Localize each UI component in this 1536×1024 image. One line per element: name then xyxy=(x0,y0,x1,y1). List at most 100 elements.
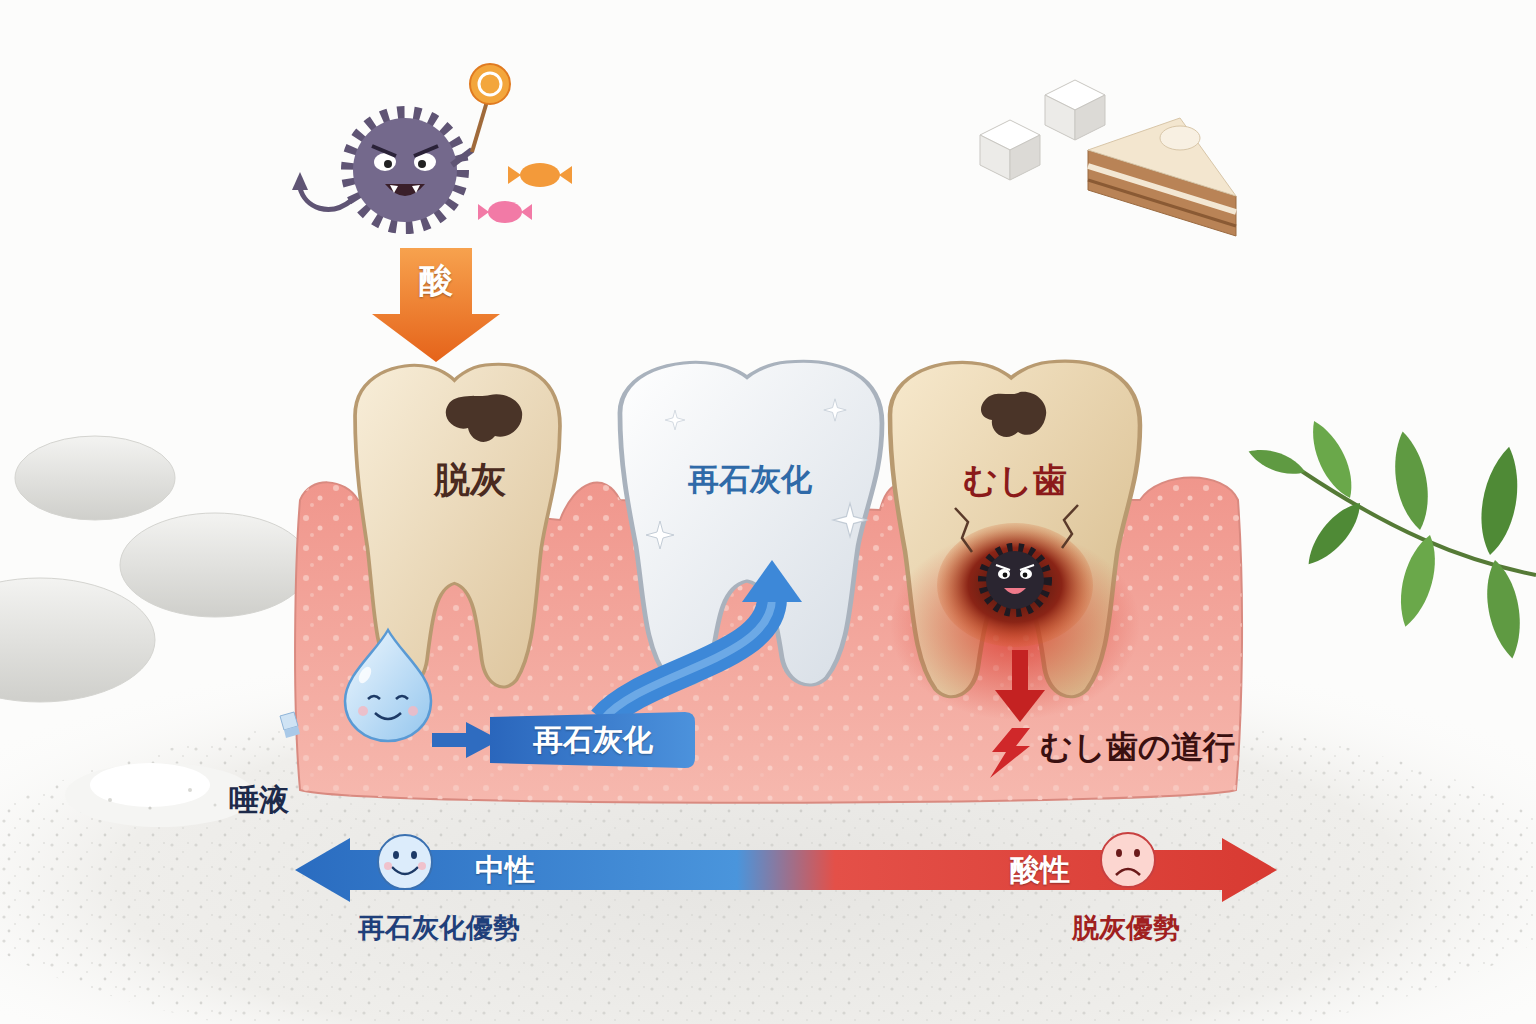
happy-face-icon-part xyxy=(392,867,418,874)
progress-label: むし歯の道行 xyxy=(1040,728,1235,766)
saliva-drop-outline-part xyxy=(368,696,380,699)
tooth-remineralized-part xyxy=(665,410,685,430)
arrow-head xyxy=(742,560,802,602)
sad-face-icon xyxy=(1101,833,1155,887)
leaf-sprig-part xyxy=(1480,557,1527,661)
powder-pile-part xyxy=(90,763,210,807)
tooth-remineralized-part xyxy=(646,521,674,549)
node-text: 脱灰 xyxy=(434,458,506,501)
saliva-arrow xyxy=(432,722,500,758)
remineralization-band-outline-part xyxy=(490,712,695,768)
node-text: 再石灰化 xyxy=(533,722,653,758)
saliva-drop-outline-part xyxy=(396,696,408,699)
progress-label-holder: むし歯の道行 xyxy=(1040,728,1235,766)
node-text: 中性 xyxy=(475,852,535,888)
remineralization-arrow xyxy=(603,560,802,720)
sugar-germ-part xyxy=(349,114,461,226)
powder-pile-part xyxy=(214,804,217,807)
node-text: 再石灰化 xyxy=(688,461,812,498)
scale-note: 脱灰優勢 xyxy=(1072,912,1180,943)
tooth-decayed-part xyxy=(983,548,1047,612)
tooth-decayed-part xyxy=(986,551,1044,609)
tooth-decayed-part xyxy=(1020,565,1034,570)
scale-note-holder: 脱灰優勢 xyxy=(1072,912,1180,944)
decay-progress-arrow-part xyxy=(1012,650,1028,692)
decay-progress-arrow-part xyxy=(995,690,1045,722)
happy-face-icon xyxy=(378,835,432,889)
sugar-germ-part xyxy=(470,64,510,104)
tooth-label-box: むし歯 xyxy=(915,425,1115,535)
acid-arrow-outline-part xyxy=(372,248,500,362)
sugar-germ xyxy=(292,64,572,226)
sugar-cubes-part xyxy=(1075,95,1105,140)
powder-pile-part xyxy=(188,788,192,792)
tooth-demineralized-part xyxy=(446,394,522,442)
sugar-germ-part xyxy=(479,73,501,95)
sugar-germ-part xyxy=(300,188,352,209)
sugar-germ-part xyxy=(559,166,572,184)
cake-slice xyxy=(1088,118,1236,236)
saliva-drop-outline-part xyxy=(345,630,431,741)
sugar-germ-part xyxy=(521,204,532,220)
sugar-germ-part xyxy=(384,160,392,168)
sad-face-icon-part xyxy=(1134,849,1140,857)
tooth-decayed xyxy=(890,361,1140,720)
happy-face-icon-part xyxy=(418,862,426,870)
saliva-drop-outline-part xyxy=(356,665,374,686)
powder-pile-part xyxy=(148,806,151,809)
remineralization-band: 再石灰化 xyxy=(490,712,695,768)
sugar-germ-part xyxy=(472,98,488,152)
decay-progress-arrow-part xyxy=(990,728,1030,778)
sugar-germ-part xyxy=(372,146,396,156)
tooth-decayed-part xyxy=(981,392,1046,437)
sugar-germ-part xyxy=(292,172,308,190)
happy-face-icon-part xyxy=(411,851,417,859)
tooth-decayed-part xyxy=(1020,569,1032,579)
tooth-decayed-part xyxy=(937,523,1093,647)
leaf-sprig-part xyxy=(1392,531,1444,630)
sugar-cubes xyxy=(980,80,1105,180)
sugar-germ-part xyxy=(478,204,489,220)
leaf-sprig-part xyxy=(1299,495,1369,572)
sad-face-icon-part xyxy=(1116,849,1122,857)
sad-face-icon-part xyxy=(1101,833,1155,887)
acid-arrow: 酸 xyxy=(372,248,500,362)
stones-part xyxy=(120,513,310,617)
arrow-highlight xyxy=(603,598,772,720)
tooth-label-box: 脱灰 xyxy=(370,420,570,540)
tooth-decayed-part xyxy=(1003,573,1008,578)
ph-scale-bar: 中性 酸性 xyxy=(295,838,1277,902)
tooth-decayed-part xyxy=(998,569,1010,579)
sugar-germ-part xyxy=(412,185,420,193)
node-text: 酸性 xyxy=(1010,852,1070,888)
leaf-sprig xyxy=(1246,416,1536,662)
ice-cube-icon-part xyxy=(284,726,300,738)
saliva-drop-outline-part xyxy=(408,706,418,716)
saliva-drop-outline-part xyxy=(375,713,401,719)
sugar-cubes-part xyxy=(1010,135,1040,180)
sugar-cubes-part xyxy=(1045,95,1075,140)
scale-note-holder: 再石灰化優勢 xyxy=(358,912,520,944)
node-text: 酸 xyxy=(419,260,453,301)
tooth-decayed-part xyxy=(996,565,1010,570)
saliva-drop: 唾液 xyxy=(225,625,440,820)
happy-face-icon-part xyxy=(393,851,399,859)
cake-slice-part xyxy=(1088,118,1236,196)
ph-scale-bar-outline xyxy=(295,838,1277,902)
sugar-germ-part xyxy=(418,160,426,168)
stones xyxy=(0,436,310,702)
node-text: むし歯 xyxy=(963,460,1067,501)
ph-scale-bar-outline-part xyxy=(295,838,1277,902)
sad-face-icon-part xyxy=(1116,869,1140,875)
node-text: 唾液 xyxy=(229,782,289,818)
powder-pile xyxy=(65,763,255,827)
sugar-germ-part xyxy=(452,150,472,165)
sugar-germ-part xyxy=(508,166,521,184)
leaf-sprig-part xyxy=(1303,416,1362,504)
stones-part xyxy=(15,436,175,520)
tooth-remineralized-part xyxy=(833,503,867,537)
tooth-decayed-part xyxy=(1004,588,1026,594)
leaf-sprig-part xyxy=(1474,444,1526,558)
sugar-germ-part xyxy=(385,184,425,196)
